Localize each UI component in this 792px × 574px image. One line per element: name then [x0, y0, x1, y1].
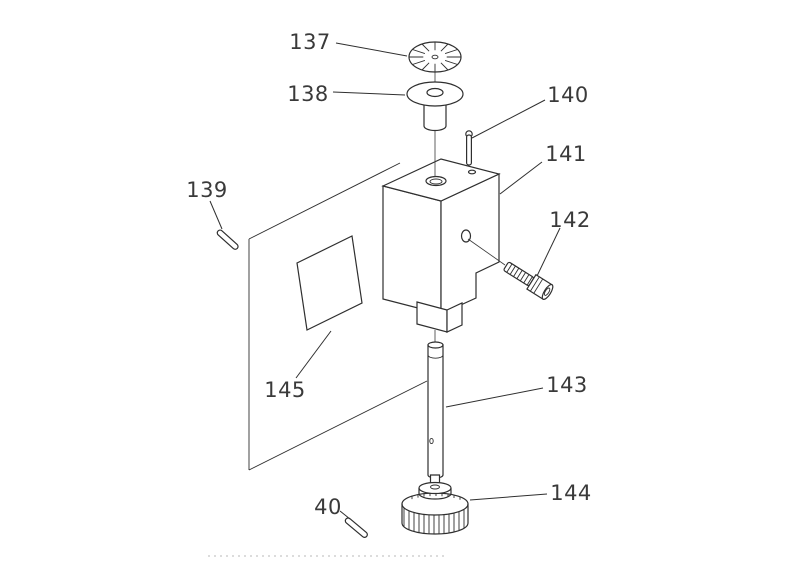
- leader-line-145: [295, 330, 332, 379]
- part-gasket-plate-145: [296, 235, 363, 331]
- dial-graduations: [409, 42, 461, 72]
- part-pin-140: [465, 130, 473, 166]
- leader-line-141: [499, 161, 543, 195]
- leader-line-139: [209, 200, 223, 230]
- centerline-screw-axis: [467, 238, 506, 266]
- part-shaft-143: [427, 341, 444, 479]
- flange-bore: [426, 87, 444, 98]
- shaft-body: [427, 344, 444, 479]
- shaft-collar: [427, 354, 444, 359]
- leader-line-142: [536, 227, 561, 277]
- callout-label-40: 40: [314, 495, 342, 519]
- screw-threads: [506, 263, 533, 286]
- callout-label-145: 145: [264, 378, 306, 402]
- callout-label-139: 139: [186, 178, 228, 202]
- screw-hex-socket: [543, 287, 551, 296]
- gear-hub-bore: [430, 484, 440, 490]
- callout-label-137: 137: [289, 30, 331, 54]
- block-top-pin-hole: [467, 169, 477, 175]
- leader-line-143: [445, 387, 544, 408]
- gear-teeth: [403, 507, 465, 534]
- gear-washer: [418, 481, 452, 495]
- part-housing-block-141: [381, 158, 501, 333]
- part-pin-139: [216, 229, 239, 250]
- part-gear-144: [401, 474, 469, 535]
- part-dial-137: [408, 41, 462, 73]
- callout-label-138: 138: [287, 82, 329, 106]
- cover-panel-outline: [248, 162, 428, 471]
- flange-stem: [423, 99, 447, 132]
- leader-line-140: [471, 99, 546, 139]
- screw-shank: [503, 261, 534, 286]
- block-boss-right: [446, 302, 463, 333]
- callout-label-143: 143: [546, 373, 588, 397]
- leader-line-137: [335, 42, 408, 57]
- callout-label-142: 142: [549, 208, 591, 232]
- leader-line-138: [332, 91, 406, 96]
- callout-label-144: 144: [550, 481, 592, 505]
- part-hub-flange-138: [406, 81, 464, 132]
- gear-bottom-rim: [401, 522, 469, 535]
- leader-line-40: [339, 510, 351, 520]
- callout-label-140: 140: [547, 83, 589, 107]
- shaft-pin-hole: [429, 437, 434, 445]
- part-screw-142: [503, 261, 554, 301]
- block-front-face: [382, 185, 442, 315]
- gear-rim-teeth-ticks: [411, 493, 461, 500]
- part-pin-40: [344, 517, 368, 538]
- callout-label-141: 141: [545, 142, 587, 166]
- leader-line-144: [469, 493, 548, 501]
